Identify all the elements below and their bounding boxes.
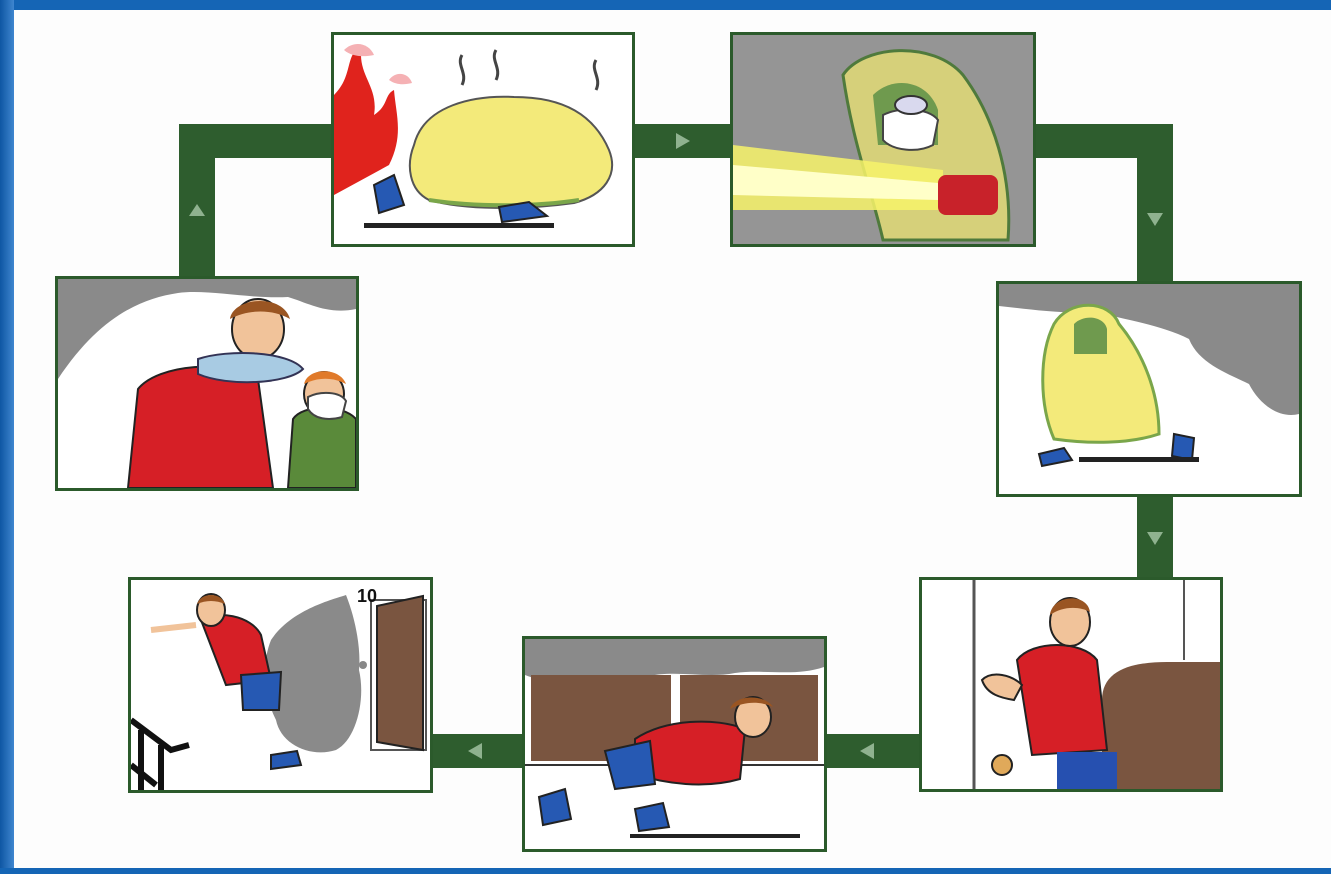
hand-icon xyxy=(982,675,1022,775)
sofa-icon xyxy=(1102,662,1220,789)
floor-number: 10 xyxy=(357,586,377,606)
person-icon xyxy=(1017,598,1117,789)
connector-top-left xyxy=(179,124,334,158)
step-panel-use-flashlight-in-smoke xyxy=(730,32,1036,247)
raincoat-icon xyxy=(1043,305,1159,442)
step-panel-crawl-on-floor xyxy=(522,636,827,852)
flashlight-icon xyxy=(938,175,998,215)
step-panel-cover-face-with-cloth xyxy=(55,276,359,491)
stair-railing-icon xyxy=(131,720,189,790)
floor-shadow xyxy=(364,223,554,228)
child-icon xyxy=(288,371,356,488)
smoke-cloud-icon xyxy=(525,639,824,680)
person-icon xyxy=(128,299,290,488)
blanket-icon xyxy=(410,97,612,208)
step-panel-cover-with-wet-blanket xyxy=(331,32,635,247)
connector-right-upper-vertical xyxy=(1137,124,1173,284)
door-icon xyxy=(359,596,426,750)
heat-wave-icon xyxy=(460,50,597,90)
step-panel-check-door-with-hand xyxy=(919,577,1223,792)
step-panel-move-low-under-smoke xyxy=(996,281,1302,497)
scarf-icon xyxy=(198,353,303,382)
fire-icon xyxy=(334,44,412,195)
floor-shadow xyxy=(630,834,800,838)
step-panel-exit-to-stairs: 10 xyxy=(128,577,433,793)
floor-shadow xyxy=(1079,457,1199,462)
person-icon xyxy=(151,594,301,769)
